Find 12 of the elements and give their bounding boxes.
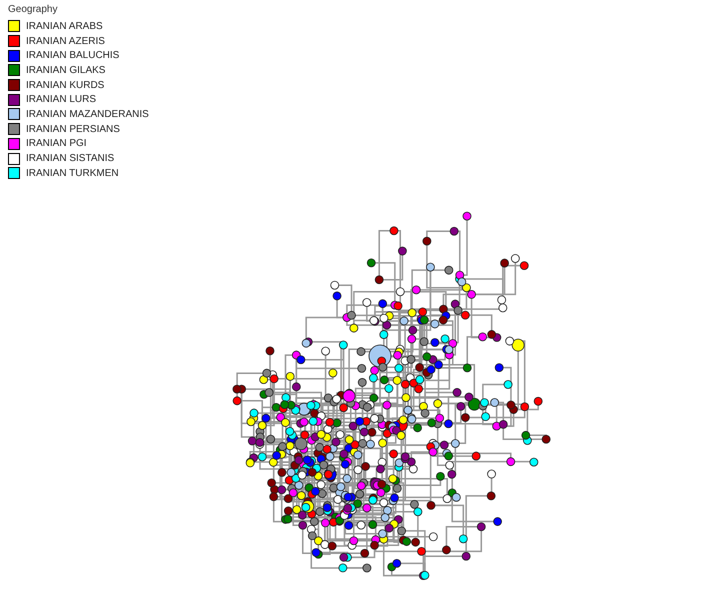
legend-label: IRANIAN BALUCHIS	[26, 50, 120, 62]
legend-title: Geography	[8, 4, 58, 15]
legend-label: IRANIAN AZERIS	[26, 36, 105, 47]
legend-label: IRANIAN MAZANDERANIS	[26, 108, 149, 120]
legend-label: IRANIAN ARABS	[26, 20, 103, 32]
legend-label: IRANIAN LURS	[26, 94, 96, 106]
legend-label: IRANIAN PERSIANS	[26, 124, 120, 135]
legend-label: IRANIAN TURKMEN	[26, 168, 119, 179]
legend-label: IRANIAN PGI	[26, 138, 87, 150]
legend-label: IRANIAN SISTANIS	[26, 153, 114, 164]
legend-label: IRANIAN GILAKS	[26, 64, 106, 76]
legend-label: IRANIAN KURDS	[26, 80, 104, 91]
